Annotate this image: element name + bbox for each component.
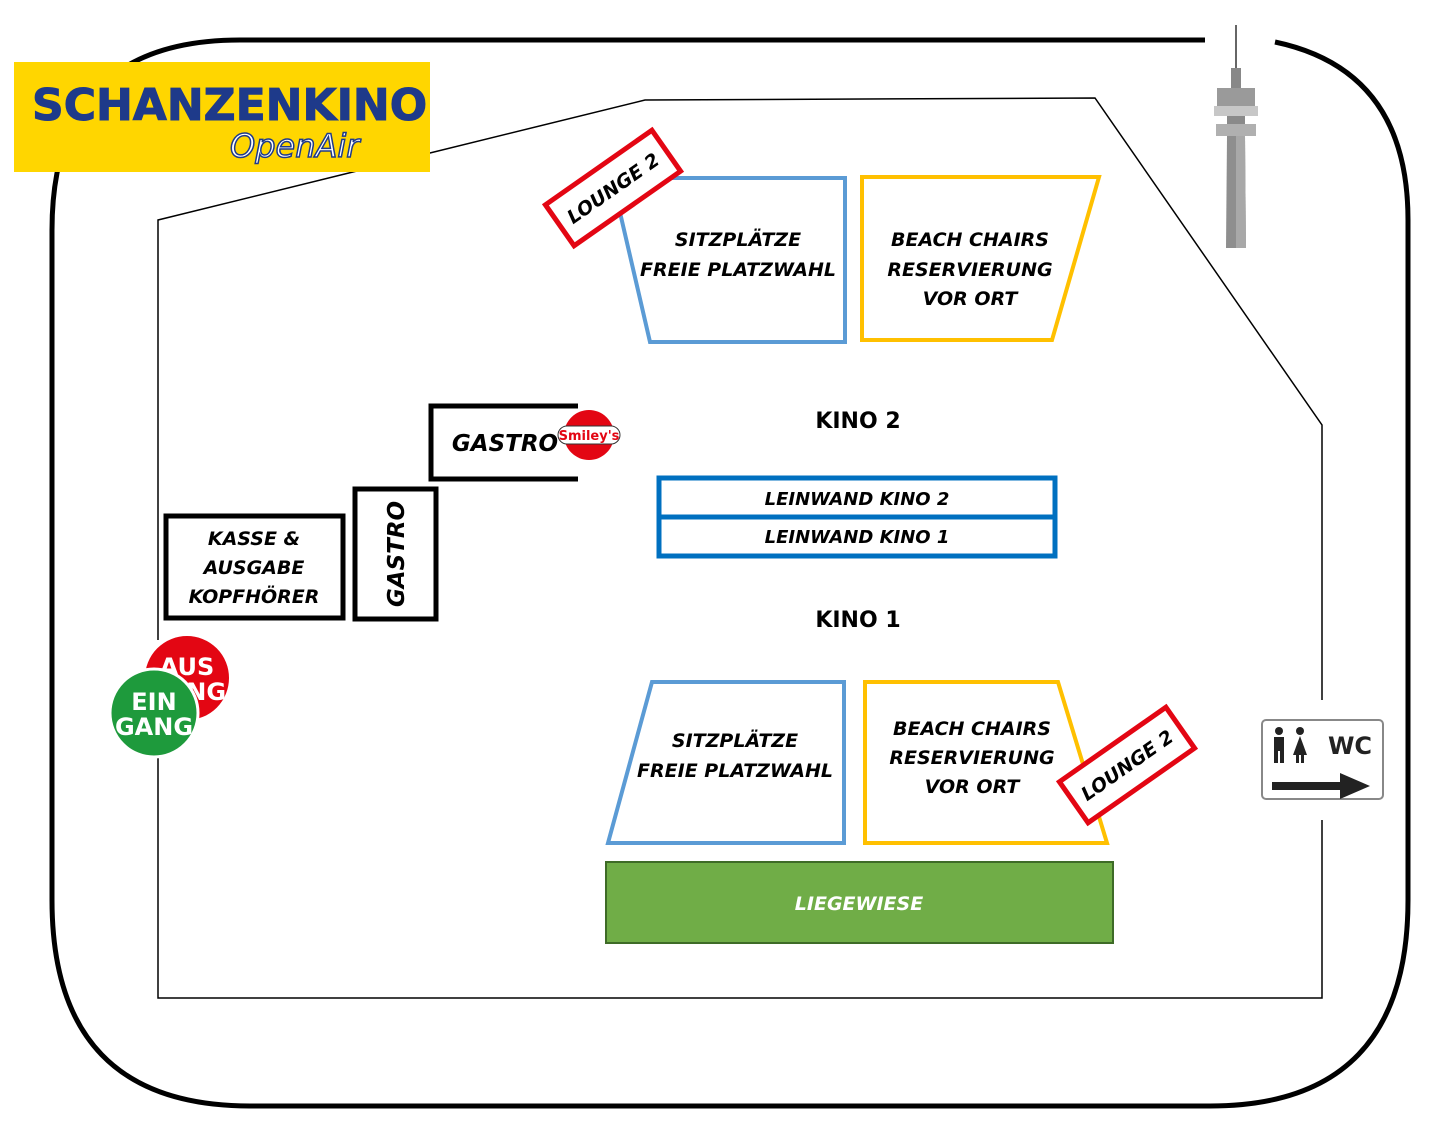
- screen-kino2-label: LEINWAND KINO 2: [765, 489, 950, 510]
- logo-main-text: SCHANZENKINO: [32, 80, 427, 131]
- schanzenkino-logo: SCHANZENKINO OpenAir: [14, 62, 430, 172]
- kino1-seats-line2: FREIE PLATZWAHL: [637, 760, 833, 782]
- liegewiese-area: [605, 861, 1114, 944]
- eingang-sign: EIN GANG: [108, 667, 200, 759]
- liegewiese-label: LIEGEWIESE: [795, 893, 923, 915]
- kino2-beach-line2: RESERVIERUNG: [887, 259, 1052, 281]
- kino2-seats-line2: FREIE PLATZWAHL: [640, 259, 836, 281]
- kino1-seats-area: [605, 680, 846, 845]
- screen-kino1-label: LEINWAND KINO 1: [765, 527, 950, 548]
- smileys-pizza-logo: Smiley's: [557, 410, 621, 460]
- smileys-badge-text: Smiley's: [559, 429, 620, 444]
- kino1-seats-line1: SITZPLÄTZE: [672, 728, 798, 752]
- kino2-beach-line1: BEACH CHAIRS: [891, 229, 1049, 251]
- tv-tower-icon: [1214, 25, 1258, 248]
- venue-boundary: [157, 97, 1323, 700]
- restroom-icon: [1274, 727, 1307, 763]
- gastro-top-box: [428, 403, 578, 482]
- kino1-beach-chairs-area: [863, 680, 1110, 845]
- kino2-beach-line3: VOR ORT: [923, 288, 1020, 310]
- screen-kino2-box: [656, 475, 1058, 520]
- kasse-line2: AUSGABE: [202, 557, 305, 579]
- kino1-beach-line3: VOR ORT: [925, 776, 1022, 798]
- screen-kino1-box: [656, 514, 1058, 559]
- eingang-line1: EIN: [131, 688, 176, 716]
- kasse-line3: KOPFHÖRER: [189, 584, 320, 608]
- gastro-top-label: GASTRO: [452, 431, 558, 457]
- logo-sub-text: OpenAir: [230, 127, 361, 165]
- kino1-beach-line1: BEACH CHAIRS: [893, 718, 1051, 740]
- gastro-vertical-box: [352, 486, 439, 622]
- kasse-line1: KASSE &: [208, 528, 300, 550]
- wc-sign: WC: [1261, 719, 1384, 800]
- arrow-right-icon: [1272, 773, 1370, 799]
- wc-label: WC: [1328, 732, 1372, 760]
- kasse-box: [163, 513, 346, 621]
- kino2-seats-line1: SITZPLÄTZE: [675, 227, 801, 251]
- kino2-label: KINO 2: [815, 409, 900, 434]
- kino2-beach-chairs-area: [860, 175, 1102, 342]
- kino1-beach-line2: RESERVIERUNG: [889, 747, 1054, 769]
- kino1-label: KINO 1: [815, 608, 900, 633]
- venue-boundary-lower: [157, 755, 1323, 999]
- kino2-seats-area: [609, 176, 847, 344]
- gastro-vertical-label: GASTRO: [384, 501, 410, 607]
- kino1-lounge-box: LOUNGE 2: [1055, 703, 1199, 827]
- eingang-line2: GANG: [115, 713, 193, 741]
